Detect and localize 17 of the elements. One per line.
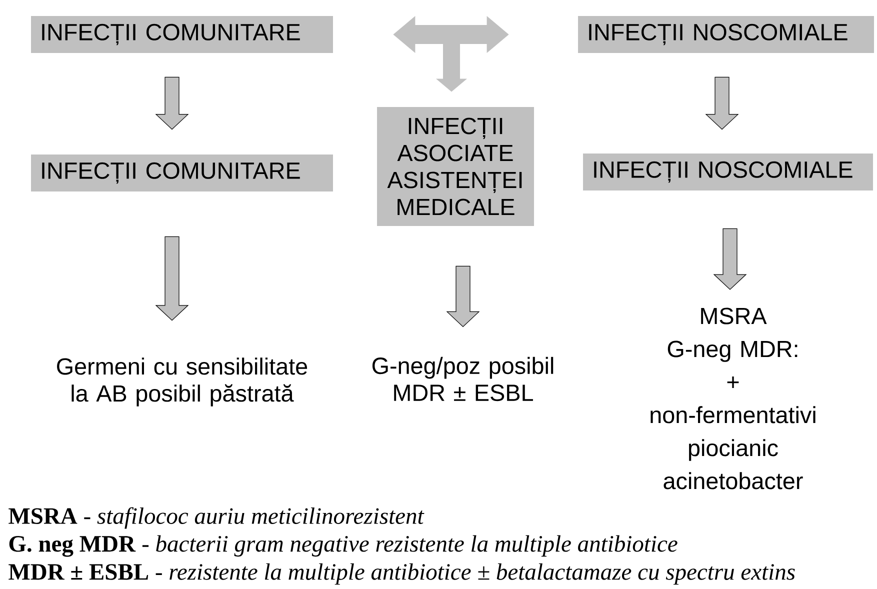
category-box: INFECȚII ASOCIATE ASISTENȚEI MEDICALE — [377, 107, 534, 226]
category-box: INFECȚII NOSCOMIALE — [578, 16, 874, 53]
down-arrow — [446, 266, 480, 328]
category-box: INFECȚII NOSCOMIALE — [583, 154, 874, 190]
result-text: G-neg/poz posibil MDR ± ESBL — [372, 356, 554, 402]
legend-note: MSRA - stafilococ auriu meticilinorezistent — [8, 507, 424, 529]
category-box: INFECȚII COMUNITARE — [31, 16, 333, 53]
result-text: MSRA G-neg MDR: + non-fermentativi piocianic acinetobacter — [650, 308, 816, 490]
legend-note: MDR ± ESBL - rezistente la multiple antibiotice ± betalactamaze cu spectru extins — [8, 563, 795, 585]
three-way-arrow — [393, 16, 509, 92]
down-arrow — [155, 236, 189, 321]
down-arrow — [705, 76, 739, 130]
down-arrow — [155, 76, 189, 130]
legend-note: G. neg MDR - bacterii gram negative rezistente la multiple antibiotice — [9, 535, 678, 557]
category-box: INFECȚII COMUNITARE — [31, 154, 333, 192]
down-arrow — [713, 228, 747, 290]
result-text: Germeni cu sensibilitate la AB posibil păstrată — [57, 358, 308, 406]
